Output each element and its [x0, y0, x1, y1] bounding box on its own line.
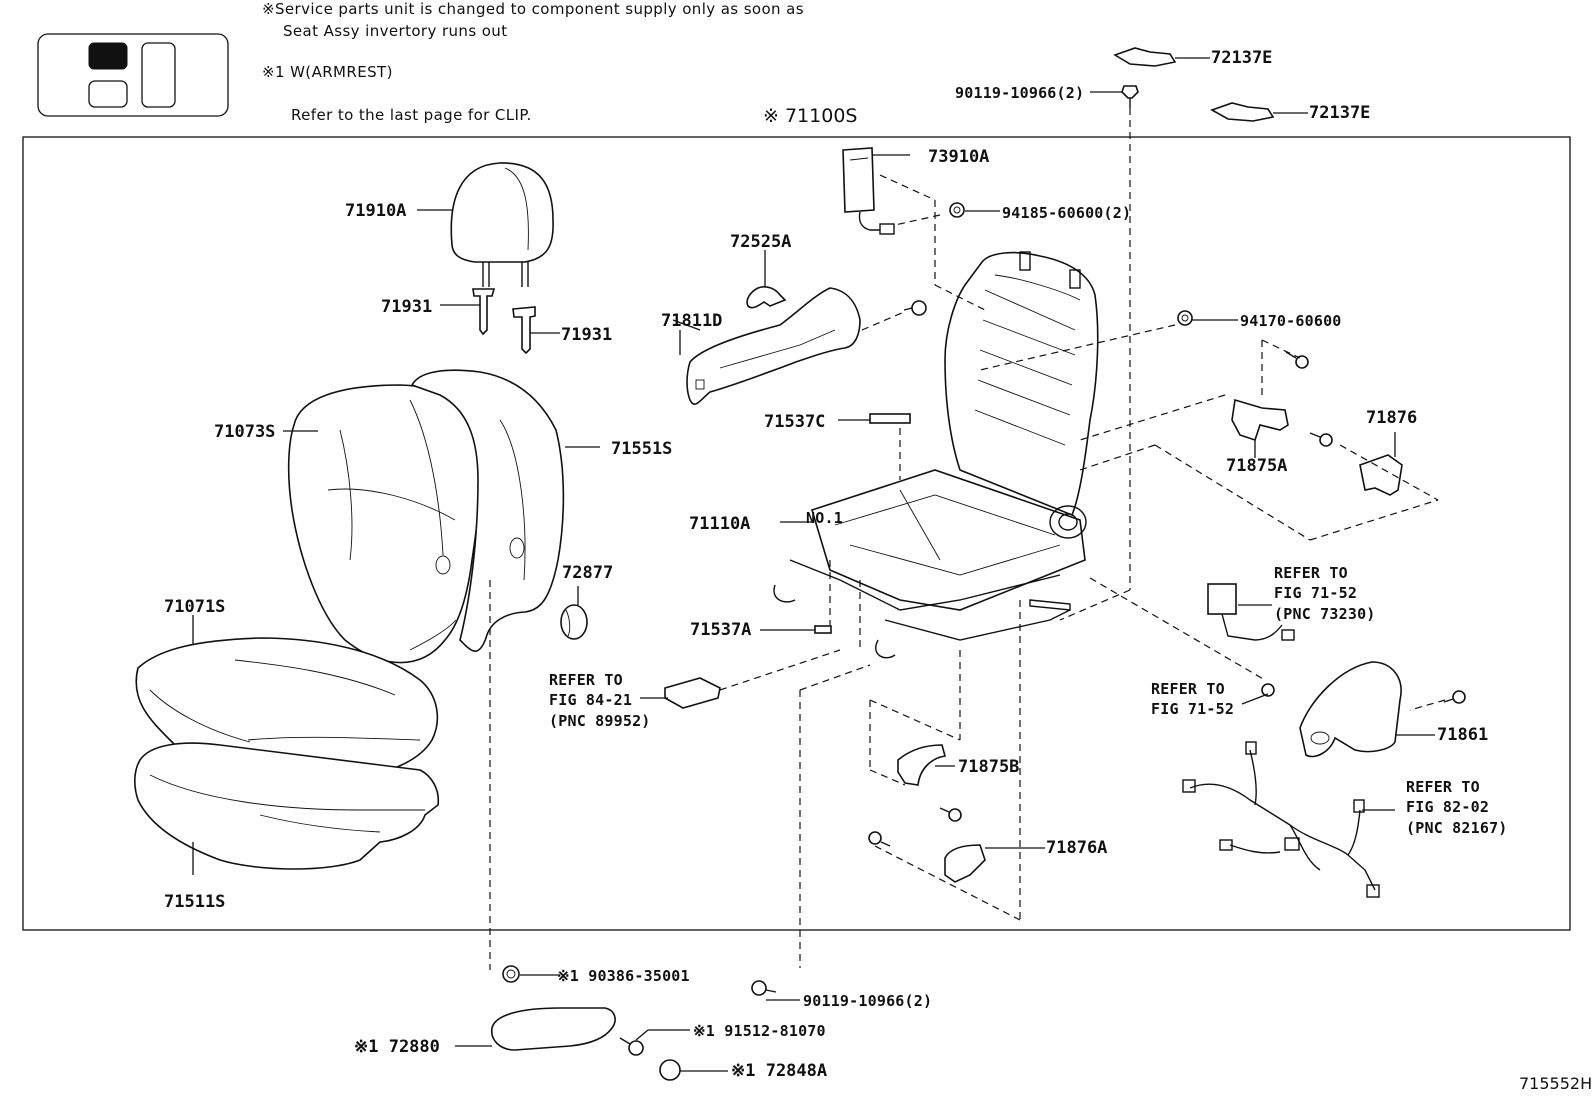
part-71876a[interactable]: 71876A [1046, 838, 1108, 858]
illustration-id: 715552H [1519, 1074, 1592, 1093]
part-91512-81070[interactable]: ※1 91512-81070 [693, 1022, 826, 1040]
seatback-cover-drawing [283, 384, 482, 664]
headrest-drawing [417, 162, 554, 287]
lever-72525a-drawing [746, 250, 787, 309]
service-note-line1: ※Service parts unit is changed to compon… [262, 0, 804, 18]
part-71931-right[interactable]: 71931 [561, 325, 613, 345]
part-94170-60600[interactable]: 94170-60600 [1240, 312, 1342, 330]
part-71811d[interactable]: 71811D [661, 311, 723, 331]
bracket-71875a-drawing [1231, 398, 1289, 442]
part-72137e-lower[interactable]: 72137E [1309, 103, 1371, 123]
part-72877[interactable]: 72877 [562, 563, 614, 583]
ref-fig-71-52-b-line1: REFER TO [1151, 680, 1225, 698]
ref-fig-84-21-link[interactable]: FIG 84-21 [549, 691, 633, 709]
part-94185-60600[interactable]: 94185-60600(2) [1002, 204, 1132, 222]
service-note-line2: Seat Assy invertory runs out [283, 22, 508, 40]
part-72525a[interactable]: 72525A [730, 232, 792, 252]
part-71537a[interactable]: 71537A [690, 620, 752, 640]
ref-fig-82-02-pnc: (PNC 82167) [1406, 819, 1508, 837]
pad-71537c-drawing [869, 413, 911, 424]
buckle-drawing [1207, 583, 1295, 641]
ref-fig-71-52-a-line1: REFER TO [1274, 564, 1348, 582]
part-73910a[interactable]: 73910A [928, 147, 990, 167]
part-71876[interactable]: 71876 [1366, 408, 1418, 428]
connector-89952-drawing [664, 677, 721, 709]
cover-71861-drawing [1299, 661, 1402, 758]
part-90386-35001[interactable]: ※1 90386-35001 [557, 967, 690, 985]
part-71910a[interactable]: 71910A [345, 201, 407, 221]
part-71073s[interactable]: 71073S [214, 422, 276, 442]
part-71537c[interactable]: 71537C [764, 412, 826, 432]
part-71551s[interactable]: 71551S [611, 439, 673, 459]
part-90119-10966-bottom[interactable]: 90119-10966(2) [803, 992, 933, 1010]
fastener-drawings [502, 85, 1466, 1081]
assembly-frame [22, 136, 1571, 931]
armrest-note: ※1 W(ARMREST) [262, 63, 393, 81]
cap-72877-drawing [560, 604, 588, 640]
headrest-guide-drawings [440, 288, 560, 355]
cover-71876-drawing [1359, 454, 1403, 496]
cushion-pad-drawing [134, 742, 440, 875]
ref-fig-84-21-pnc: (PNC 89952) [549, 712, 651, 730]
part-90119-10966-top[interactable]: 90119-10966(2) [955, 84, 1085, 102]
clip-72137e-drawings [1113, 47, 1275, 122]
seat-position-indicator [37, 33, 229, 117]
module-73910a-drawing [842, 147, 910, 235]
ref-fig-84-21-line1: REFER TO [549, 671, 623, 689]
leader-lines [455, 57, 1435, 1072]
pad-71537a-drawing [814, 625, 832, 634]
part-71110a[interactable]: 71110A [689, 514, 751, 534]
part-71511s[interactable]: 71511S [164, 892, 226, 912]
part-71861[interactable]: 71861 [1437, 725, 1489, 745]
part-71875b[interactable]: 71875B [958, 757, 1020, 777]
clip-note: Refer to the last page for CLIP. [291, 106, 532, 124]
assembly-label: ※ 71100S [763, 105, 858, 127]
part-72848a[interactable]: ※1 72848A [731, 1061, 828, 1081]
recliner-cover-drawing [672, 287, 861, 405]
ref-fig-82-02-link[interactable]: FIG 82-02 [1406, 798, 1490, 816]
part-71071s[interactable]: 71071S [164, 597, 226, 617]
armrest-drawing [490, 1007, 616, 1051]
part-71931-left[interactable]: 71931 [381, 297, 433, 317]
part-72880[interactable]: ※1 72880 [354, 1037, 440, 1057]
dashed-assembly-lines [489, 108, 1446, 970]
ref-fig-71-52-a-link[interactable]: FIG 71-52 [1274, 584, 1358, 602]
part-71875a[interactable]: 71875A [1226, 456, 1288, 476]
stamp-no1: NO.1 [806, 509, 843, 527]
wire-harness-drawing [1182, 741, 1380, 898]
bracket-71875b-drawing [897, 744, 947, 786]
ref-fig-71-52-a-pnc: (PNC 73230) [1274, 605, 1376, 623]
ref-fig-71-52-b-link[interactable]: FIG 71-52 [1151, 700, 1235, 718]
cover-71876a-drawing [944, 844, 986, 883]
ref-fig-82-02-line1: REFER TO [1406, 778, 1480, 796]
seat-frame-drawing [773, 251, 1099, 659]
seatback-board-drawing [410, 369, 600, 652]
part-72137e-upper[interactable]: 72137E [1211, 48, 1273, 68]
